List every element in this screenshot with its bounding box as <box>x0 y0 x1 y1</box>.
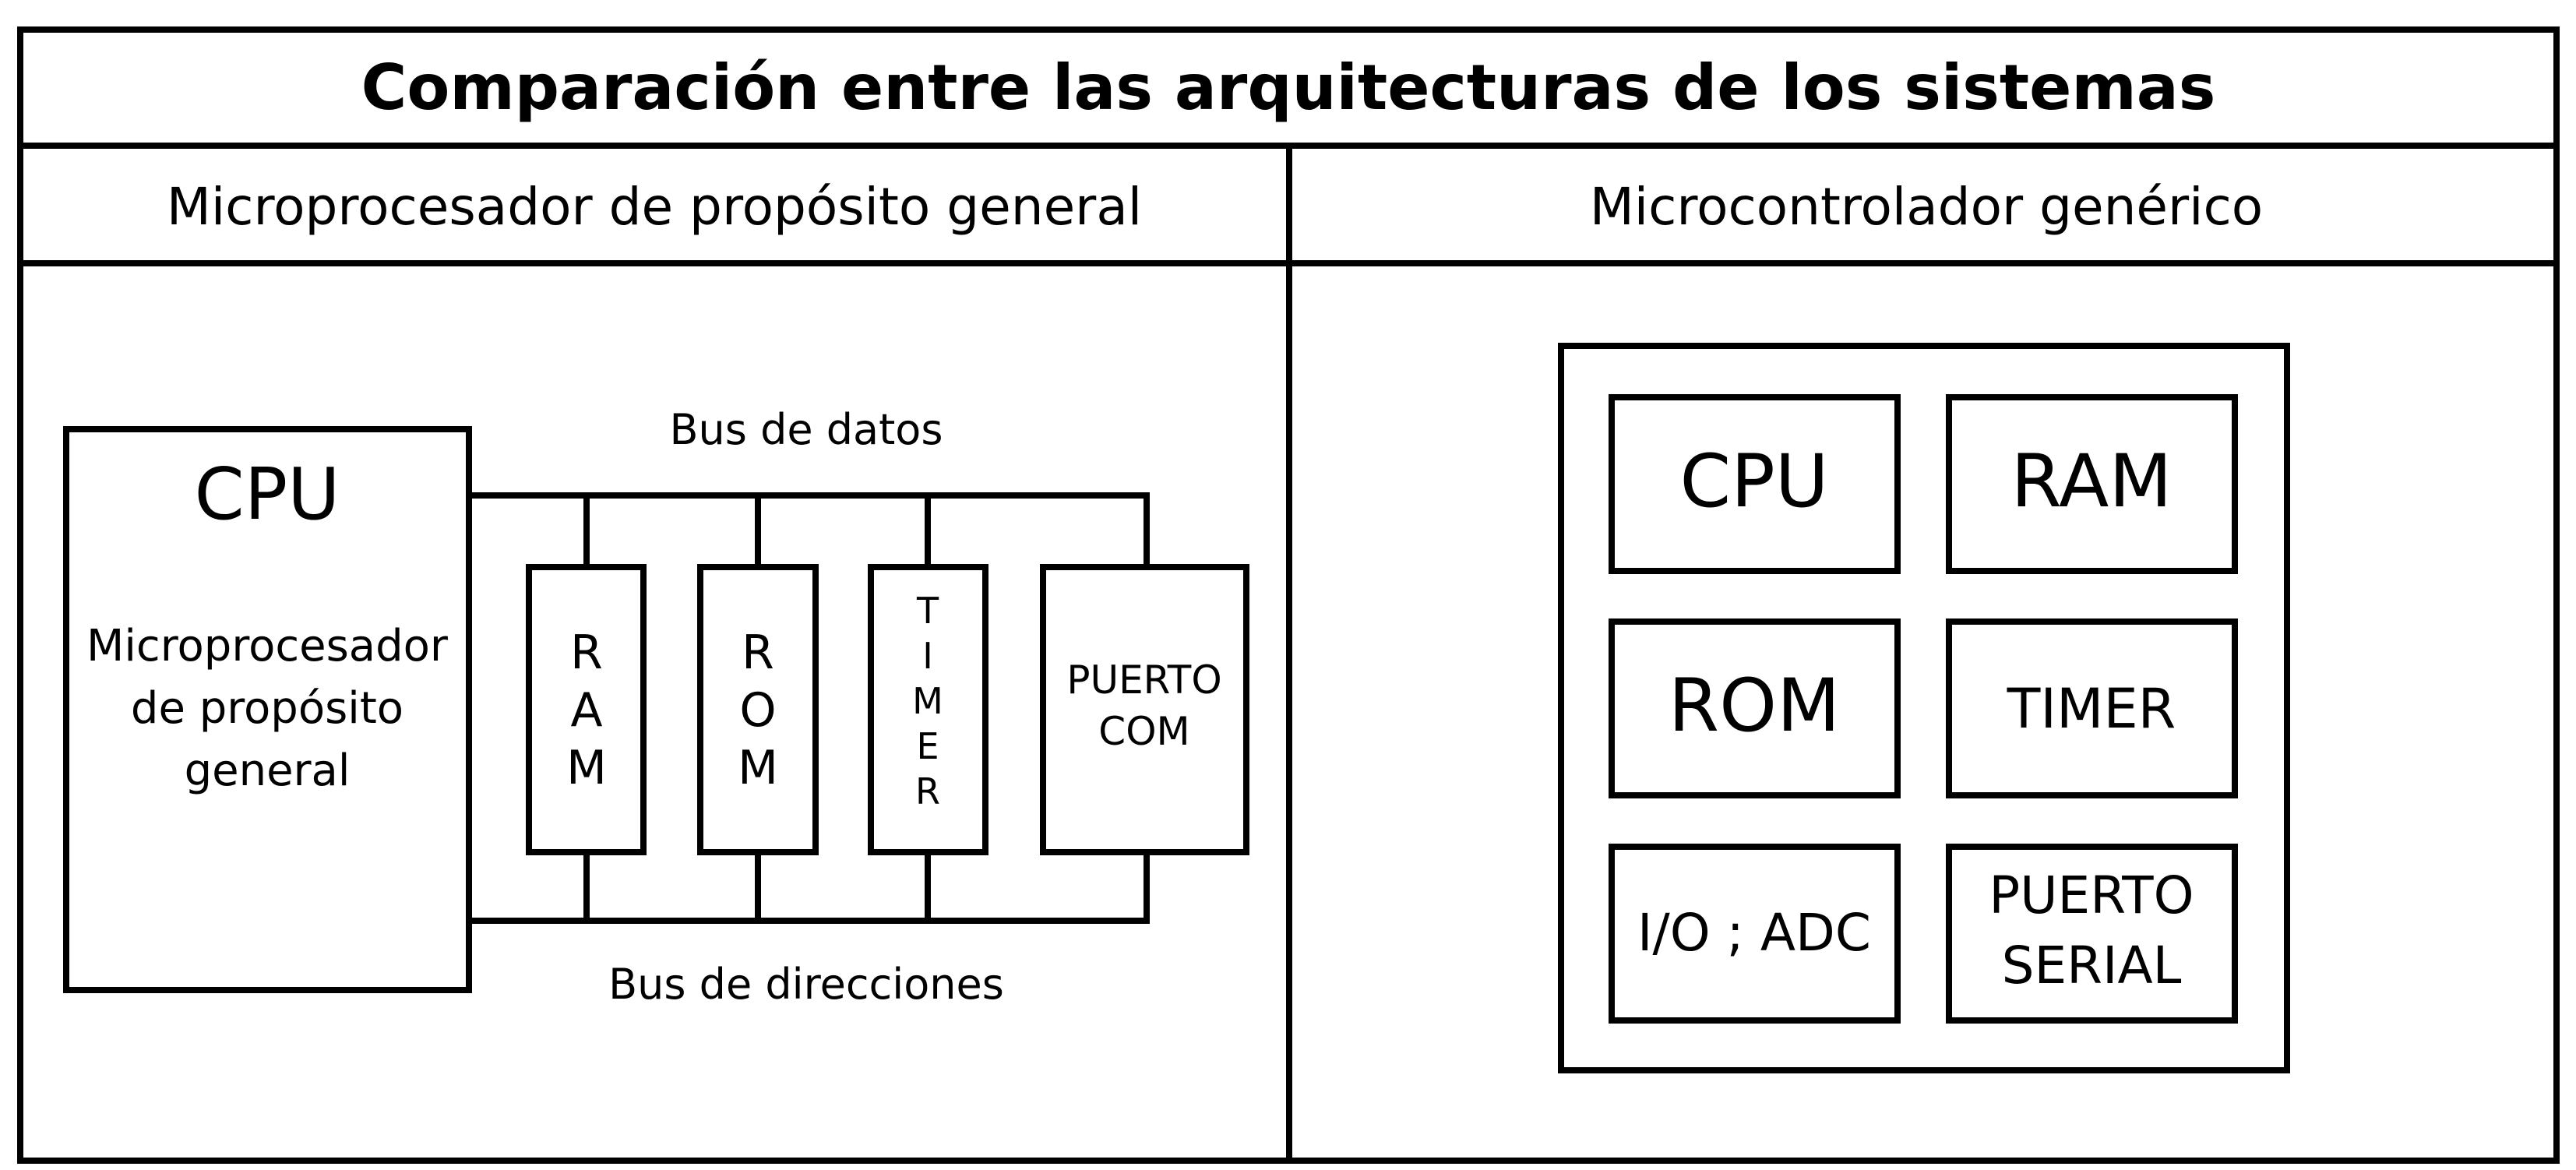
cpu-block <box>63 426 472 993</box>
cpu-label: CPU <box>194 453 340 536</box>
timer-block <box>868 564 988 855</box>
mcu-rom-label: ROM <box>1669 664 1840 749</box>
data-bus-label: Bus de datos <box>670 405 943 454</box>
rom-block <box>697 564 819 855</box>
timer-letter-2: I <box>922 635 933 677</box>
ram-block <box>526 564 647 855</box>
right-column-header: Microcontrolador genérico <box>1590 177 2263 237</box>
timer-letter-3: M <box>912 680 943 722</box>
left-column-header: Microprocesador de propósito general <box>167 177 1142 237</box>
microcontroller-chip: CPU RAM ROM TIMER I/O ; ADC PUERTO SERIA… <box>1558 343 2290 1073</box>
microprocessor-system: CPU Microprocesador de propósito general… <box>63 405 1249 1009</box>
ram-letter-3: M <box>566 741 607 795</box>
timer-letter-4: E <box>916 725 939 767</box>
mcu-serial-port-line-1: PUERTO <box>1989 865 2194 925</box>
timer-letter-1: T <box>916 590 939 632</box>
table-title: Comparación entre las arquitecturas de l… <box>361 51 2216 124</box>
mcu-timer-label: TIMER <box>2007 677 2176 741</box>
com-port-line-1: PUERTO <box>1066 657 1221 703</box>
data-bus-line <box>469 492 1150 567</box>
mcu-serial-port-line-2: SERIAL <box>2002 936 2182 996</box>
com-port-line-2: COM <box>1098 709 1189 754</box>
address-bus-line <box>469 852 1150 924</box>
address-bus-label: Bus de direcciones <box>608 960 1004 1009</box>
cpu-description-line-3: general <box>185 745 351 796</box>
com-port-block <box>1040 564 1249 855</box>
ram-letter-1: R <box>570 626 603 680</box>
mcu-serial-port-block <box>1946 844 2238 1024</box>
mcu-ram-block <box>1946 394 2238 574</box>
cpu-description-line-1: Microprocesador <box>86 621 449 671</box>
timer-letter-5: R <box>915 770 940 812</box>
rom-letter-1: R <box>742 626 774 680</box>
mcu-io-adc-label: I/O ; ADC <box>1637 903 1871 963</box>
rom-letter-2: O <box>739 683 776 738</box>
mcu-ram-label: RAM <box>2011 439 2173 524</box>
mcu-cpu-block <box>1609 394 1901 574</box>
mcu-cpu-label: CPU <box>1679 439 1828 524</box>
mcu-rom-block <box>1609 618 1901 798</box>
rom-letter-3: M <box>738 741 778 795</box>
mcu-io-adc-block <box>1609 844 1901 1024</box>
mcu-timer-block <box>1946 618 2238 798</box>
ram-letter-2: A <box>570 683 602 738</box>
cpu-description-line-2: de propósito <box>131 683 403 734</box>
